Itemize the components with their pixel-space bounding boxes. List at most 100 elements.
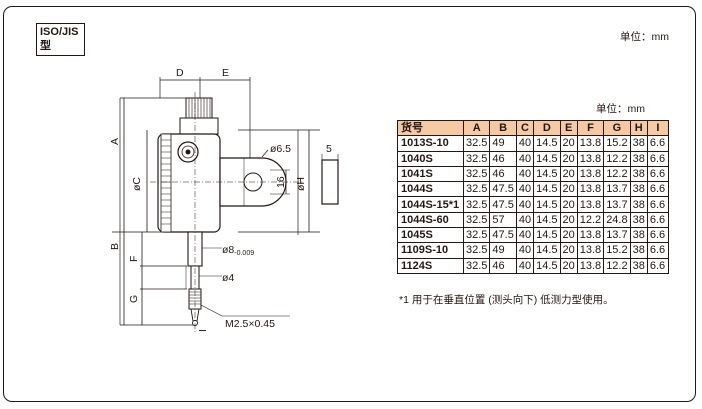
label-sixteen: 16 (275, 176, 287, 188)
label-five: 5 (326, 143, 332, 155)
table-cell: 6.6 (646, 257, 669, 274)
table-cell: 6.6 (646, 150, 669, 167)
table-cell: 40 (515, 227, 535, 244)
table-cell: 20 (559, 211, 578, 229)
table-cell: 6.6 (646, 196, 669, 213)
table-cell: 6.6 (646, 211, 669, 229)
table-cell: 20 (559, 242, 578, 259)
table-cell: 38 (629, 242, 648, 259)
table-cell: 32.5 (462, 227, 491, 244)
table-cell: 49 (489, 242, 517, 259)
table-cell: 20 (559, 227, 578, 244)
table-cell: 40 (515, 196, 535, 213)
table-cell: 14.5 (533, 165, 561, 183)
table-cell: 40 (515, 211, 535, 229)
table-cell: 32.5 (462, 257, 491, 274)
col-header: A (462, 119, 491, 137)
col-header: 货号 (397, 119, 464, 137)
label-stem: ø8-0.009 (222, 244, 254, 257)
table-cell: 32.5 (462, 242, 491, 259)
table-cell: 38 (629, 196, 648, 213)
table-cell: 13.8 (576, 135, 605, 152)
table-cell: 13.8 (576, 181, 605, 198)
table-cell: 15.2 (603, 135, 631, 152)
model-number-cell: 1044S (397, 181, 464, 198)
table-cell: 57 (489, 211, 517, 229)
badge-line2: 型 (40, 40, 51, 52)
table-cell: 13.8 (576, 150, 605, 167)
table-cell: 15.2 (603, 242, 631, 259)
table-cell: 13.8 (576, 257, 605, 274)
table-cell: 12.2 (576, 211, 605, 229)
table-cell: 47.5 (489, 181, 517, 198)
table-cell: 20 (559, 165, 578, 183)
table-cell: 14.5 (533, 211, 561, 229)
table-cell: 38 (629, 257, 648, 274)
table-cell: 13.7 (603, 181, 631, 198)
table-cell: 14.5 (533, 150, 561, 167)
label-thread: M2.5×0.45 (225, 318, 275, 330)
table-cell: 14.5 (533, 181, 561, 198)
table-cell: 6.6 (646, 135, 669, 152)
table-cell: 40 (515, 257, 535, 274)
table-cell: 20 (559, 181, 578, 198)
table-cell: 6.6 (646, 227, 669, 244)
table-cell: 20 (559, 150, 578, 167)
label-e: E (222, 67, 229, 79)
table-cell: 13.8 (576, 227, 605, 244)
table-cell: 12.2 (603, 165, 631, 183)
table-header-row: 货号 A B C D E F G H I (397, 119, 669, 137)
table-cell: 6.6 (646, 165, 669, 183)
col-header: F (576, 119, 605, 137)
table-cell: 14.5 (533, 196, 561, 213)
table-cell: 12.2 (603, 150, 631, 167)
table-cell: 32.5 (462, 135, 491, 152)
table-cell: 40 (515, 135, 535, 152)
table-cell: 38 (629, 165, 648, 183)
label-c: øC (131, 177, 143, 191)
standard-badge: ISO/JIS 型 (36, 23, 85, 56)
table-cell: 32.5 (462, 150, 491, 167)
label-b: B (109, 243, 121, 250)
model-number-cell: 1041S (397, 165, 464, 183)
table-cell: 20 (559, 257, 578, 274)
col-header: B (489, 119, 517, 137)
label-d: D (176, 67, 184, 79)
label-a: A (109, 138, 121, 145)
label-g: G (128, 295, 140, 303)
label-hole: ø6.5 (270, 143, 291, 155)
label-i: I (197, 329, 209, 332)
col-header: I (646, 119, 669, 137)
model-number-cell: 1044S-15*1 (397, 196, 464, 213)
table-cell: 49 (489, 135, 517, 152)
table-cell: 32.5 (462, 196, 491, 213)
table-cell: 13.8 (576, 165, 605, 183)
table-cell: 20 (559, 196, 578, 213)
label-tip: ø4 (222, 272, 234, 284)
table-cell: 14.5 (533, 135, 561, 152)
table-cell: 6.6 (646, 181, 669, 198)
table-cell: 13.7 (603, 196, 631, 213)
table-cell: 14.5 (533, 242, 561, 259)
model-number-cell: 1109S-10 (397, 242, 464, 259)
table-cell: 13.7 (603, 227, 631, 244)
col-header: D (533, 119, 561, 137)
table-cell: 40 (515, 242, 535, 259)
unit-label-table: 单位：mm (596, 103, 645, 115)
table-cell: 40 (515, 165, 535, 183)
footnote: *1 用于在垂直位置 (测头向下) 低测力型使用。 (399, 294, 614, 306)
table-cell: 14.5 (533, 227, 561, 244)
table-cell: 38 (629, 135, 648, 152)
model-number-cell: 1045S (397, 227, 464, 244)
table-cell: 12.2 (603, 257, 631, 274)
model-number-cell: 1044S-60 (397, 211, 464, 229)
